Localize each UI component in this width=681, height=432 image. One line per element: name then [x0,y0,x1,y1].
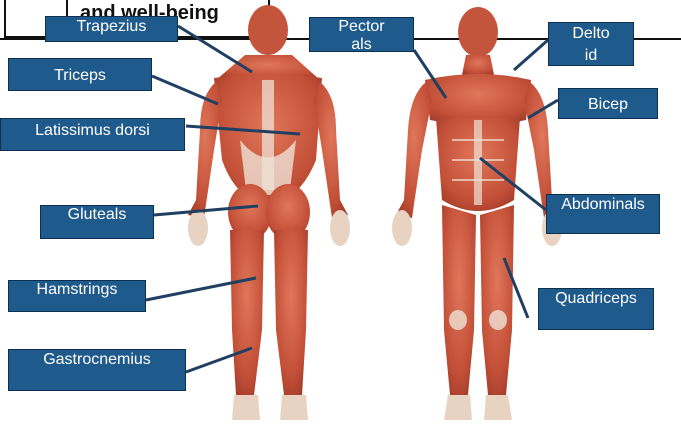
label-gluteals: Gluteals [40,205,154,239]
leader-line-pectorals [414,50,446,98]
leader-line-latissimus [186,126,300,134]
label-quadriceps: Quadriceps [538,288,654,330]
label-triceps: Triceps [8,58,152,91]
label-gastrocnemius: Gastrocnemius [8,349,186,391]
label-hamstrings: Hamstrings [8,280,146,312]
leader-line-triceps [152,76,218,104]
leader-line-deltoid [514,40,548,70]
leader-line-bicep [528,100,558,118]
leader-line-gluteals [154,206,258,215]
label-abdominals: Abdominals [546,194,660,234]
leader-line-hamstrings [146,278,256,300]
leader-line-gastrocnemius [186,348,252,372]
leader-line-trapezius [178,26,252,72]
label-latissimus: Latissimus dorsi [0,118,185,151]
leader-line-abdominals [480,158,546,210]
label-bicep: Bicep [558,88,658,119]
label-pectorals: Pectorals [309,17,414,52]
leader-line-quadriceps [504,258,528,318]
label-trapezius: Trapezius [45,16,178,42]
label-deltoid: Deltoid [548,22,634,66]
